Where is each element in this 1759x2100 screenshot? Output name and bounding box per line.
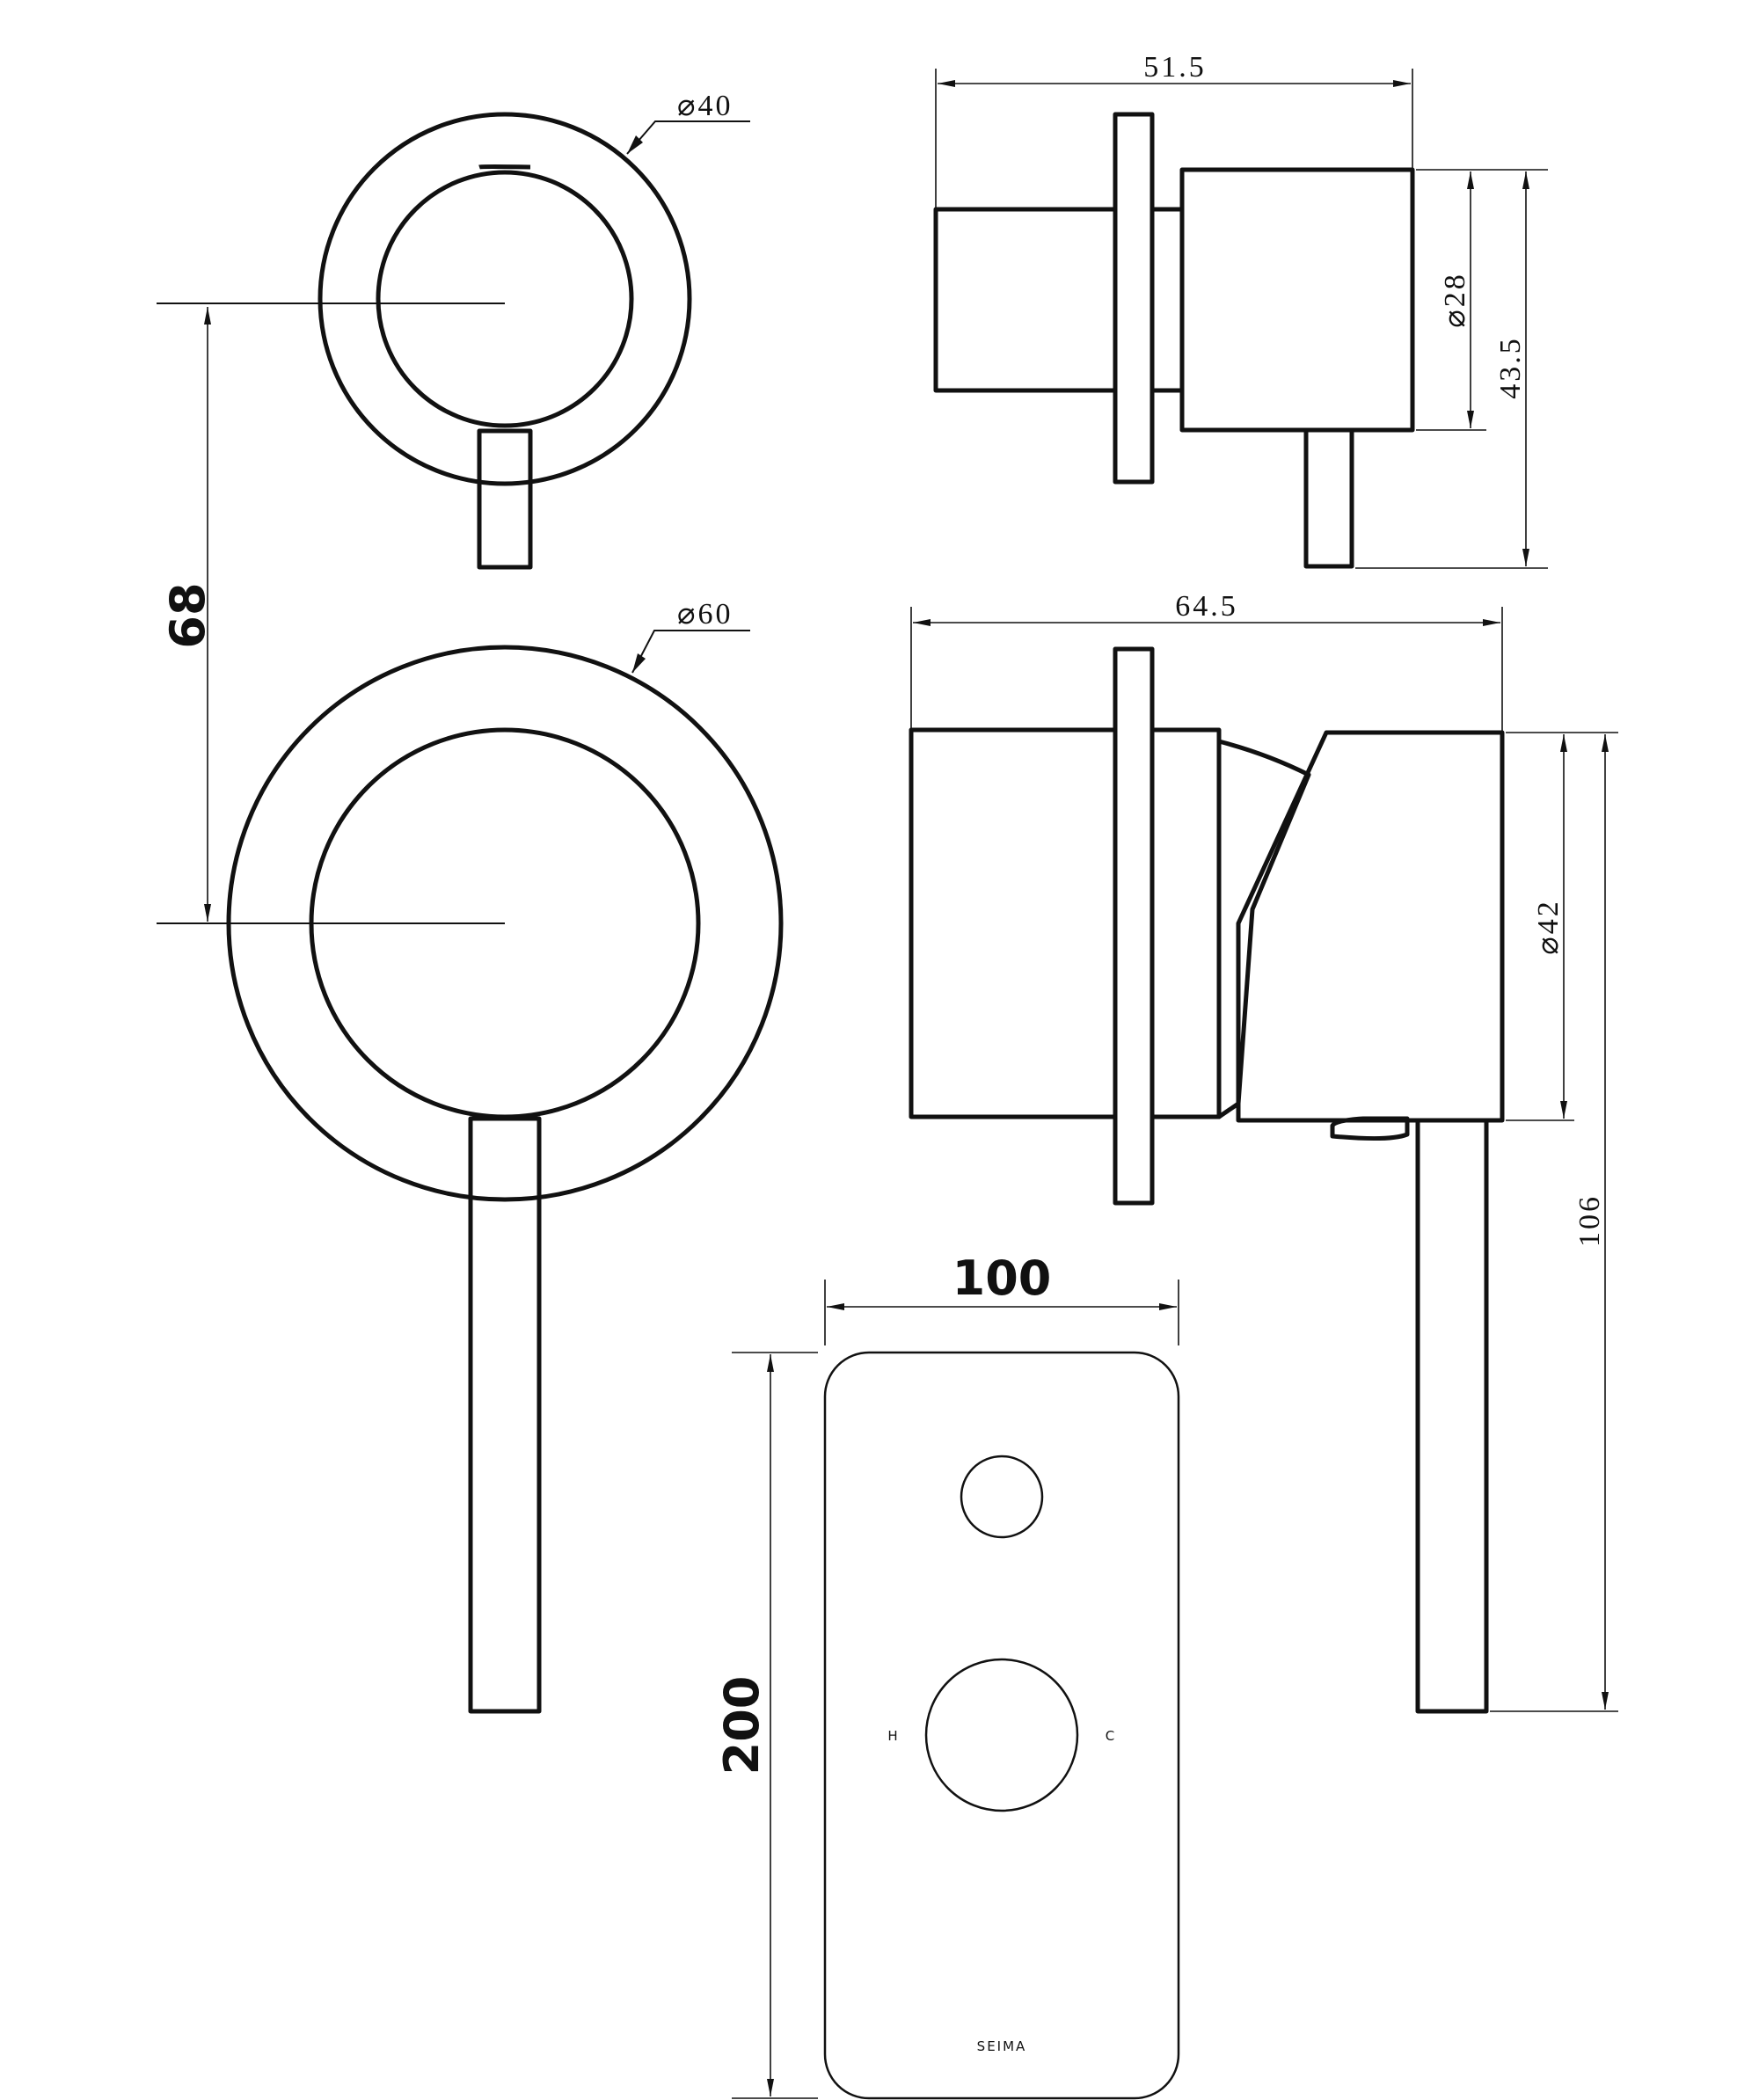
large-mixer-rear-body <box>909 727 1118 1119</box>
small-rosette-outer-circle <box>317 112 692 486</box>
small-mixer-collar <box>1150 207 1185 393</box>
large-rosette-dia-leader <box>631 630 750 674</box>
plate-height-label: 200 <box>714 1676 770 1776</box>
small-rosette-front-view: ⌀40 <box>157 90 750 570</box>
large-mixer-cartridge-cap <box>1330 1116 1410 1141</box>
small-lever-handle <box>477 428 533 570</box>
large-width-label: 64.5 <box>1175 590 1238 623</box>
large-body-dia-label: ⌀42 <box>1532 899 1565 954</box>
large-height-label: 106 <box>1573 1194 1606 1247</box>
small-rosette-inner-circle <box>376 170 634 428</box>
wall-plate-outline <box>823 1351 1180 2100</box>
mixer-knob-circle <box>924 1658 1079 1812</box>
small-width-label: 51.5 <box>1143 51 1207 84</box>
large-rosette-dia-arrow <box>632 653 646 673</box>
small-mixer-wall-plate <box>1113 112 1155 485</box>
large-mixer-front-body <box>1236 730 1505 1123</box>
large-mixer-side-view: 64.5 ⌀42 106 <box>909 590 1618 1714</box>
small-mixer-lever <box>1303 427 1354 569</box>
small-body-dia-label: ⌀28 <box>1439 272 1471 327</box>
large-rosette-dia-label: ⌀60 <box>677 598 733 631</box>
small-rosette-dia-leader <box>626 120 750 155</box>
small-rosette-top-notch <box>478 164 531 170</box>
diverter-button <box>960 1455 1044 1539</box>
large-rosette-front-view: ⌀60 <box>157 598 784 1714</box>
hot-label: H <box>887 1728 899 1744</box>
small-mixer-rear-body <box>933 207 1118 393</box>
small-height-label: 43.5 <box>1494 336 1527 399</box>
brand-logo-text: SEIMA <box>977 2038 1027 2054</box>
large-mixer-lever <box>1415 1118 1489 1714</box>
small-mixer-front-body <box>1179 167 1415 433</box>
large-mixer-swivel-joint <box>1216 739 1311 1119</box>
small-mixer-side-view: 51.5 ⌀28 43.5 <box>933 51 1548 569</box>
center-spacing-dimension: 68 <box>160 307 215 922</box>
small-rosette-dia-label: ⌀40 <box>677 90 733 122</box>
large-mixer-wall-plate <box>1113 646 1155 1206</box>
cold-label: C <box>1106 1728 1116 1744</box>
center-spacing-label: 68 <box>160 582 215 648</box>
small-rosette-dia-arrow <box>627 135 643 154</box>
large-mixer-collar <box>1150 727 1222 1119</box>
wall-plate-front-view: H C SEIMA 100 200 <box>714 1251 1180 2100</box>
plate-width-label: 100 <box>952 1251 1052 1306</box>
large-lever-handle <box>468 1116 542 1714</box>
